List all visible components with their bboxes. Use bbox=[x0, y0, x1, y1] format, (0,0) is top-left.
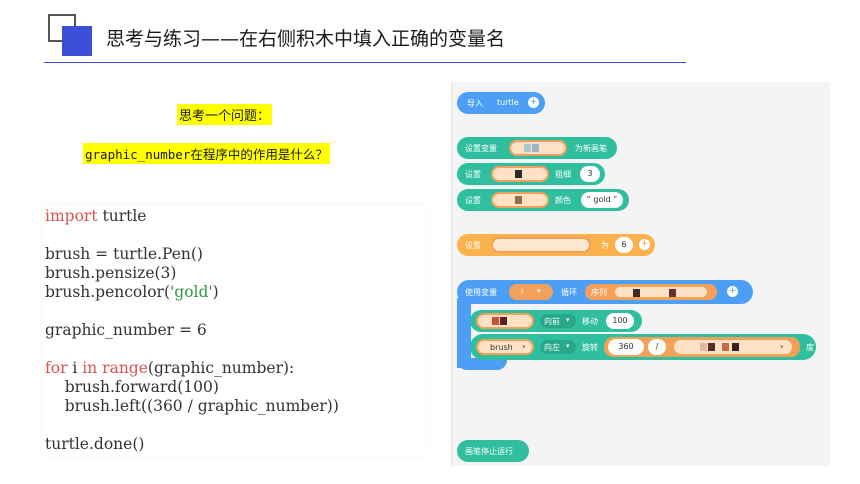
number-variable-slot[interactable] bbox=[491, 237, 591, 253]
forward-block[interactable]: 向前 ▾ 移动 100 bbox=[470, 310, 642, 332]
color-chip bbox=[708, 343, 715, 351]
color-chip bbox=[532, 144, 539, 152]
forward-direction-value: 向前 bbox=[544, 317, 560, 326]
turn-target-slot[interactable]: brush ▾ bbox=[476, 339, 534, 355]
pencolor-mid-label: 颜色 bbox=[555, 196, 571, 205]
turn-divisor-slot[interactable]: ▾ bbox=[672, 338, 794, 356]
set-number-value-input[interactable]: 6 bbox=[615, 237, 633, 253]
color-chip bbox=[669, 289, 676, 297]
question-heading: 思考一个问题： bbox=[177, 104, 273, 125]
color-chip bbox=[515, 170, 522, 178]
forward-target-slot[interactable] bbox=[476, 313, 534, 329]
loop-block[interactable]: 使用变量 i ▾ 循环 序列 + bbox=[457, 280, 753, 304]
turn-direction-value: 向左 bbox=[544, 343, 560, 352]
pensize-mid-label: 粗细 bbox=[555, 170, 571, 179]
code-text: (graphic_number): bbox=[147, 359, 295, 377]
chevron-down-icon: ▾ bbox=[780, 343, 784, 351]
chevron-down-icon: ▾ bbox=[522, 343, 526, 351]
plus-icon[interactable]: + bbox=[639, 239, 650, 250]
color-chip bbox=[492, 317, 499, 325]
chevron-down-icon: ▾ bbox=[566, 316, 570, 324]
forward-direction-select[interactable]: 向前 ▾ bbox=[540, 314, 576, 328]
turtle-done-label: 画笔停止运行 bbox=[465, 447, 513, 456]
import-label: 导入 bbox=[467, 99, 483, 108]
import-module: turtle bbox=[497, 98, 519, 107]
color-chip bbox=[722, 343, 729, 351]
loop-body-arm bbox=[457, 298, 471, 368]
set-number-label: 设置 bbox=[465, 241, 481, 250]
code-line-2: brush = turtle.Pen() bbox=[45, 245, 203, 263]
pensize-target-slot[interactable] bbox=[491, 166, 549, 182]
code-text: ) bbox=[212, 283, 219, 301]
color-chip bbox=[524, 144, 531, 152]
code-text: turtle bbox=[97, 207, 147, 225]
turn-direction-select[interactable]: 向左 ▾ bbox=[540, 340, 576, 354]
variable-slot[interactable] bbox=[509, 140, 567, 156]
keyword-import: import bbox=[45, 207, 98, 225]
pensize-label: 设置 bbox=[465, 170, 481, 179]
turn-dividend-input[interactable]: 360 bbox=[608, 339, 644, 355]
set-variable-block[interactable]: 设置变量 为新画笔 bbox=[457, 137, 617, 159]
turtle-done-block[interactable]: 画笔停止运行 bbox=[457, 440, 529, 462]
code-line-5: graphic_number = 6 bbox=[45, 321, 207, 339]
pencolor-target-slot[interactable] bbox=[491, 192, 549, 208]
color-chip bbox=[700, 343, 707, 351]
keyword-in: in bbox=[82, 359, 98, 377]
blocks-panel: 导入 turtle + 设置变量 为新画笔 设置 粗细 3 设置 颜色 “ go… bbox=[451, 82, 830, 466]
code-line-8: brush.left((360 / graphic_number)) bbox=[45, 397, 339, 415]
pencolor-block[interactable]: 设置 颜色 “ gold ” bbox=[457, 189, 629, 211]
code-line-3: brush.pensize(3) bbox=[45, 264, 177, 282]
header-divider bbox=[44, 62, 686, 63]
color-chip bbox=[500, 317, 507, 325]
plus-icon[interactable]: + bbox=[528, 97, 539, 108]
turn-target-value: brush bbox=[490, 343, 513, 352]
question-text: graphic_number在程序中的作用是什么？ bbox=[83, 143, 330, 164]
loop-variable-value: i bbox=[521, 287, 524, 296]
keyword-range: range bbox=[97, 359, 148, 377]
code-panel: import turtle brush = turtle.Pen() brush… bbox=[42, 205, 426, 457]
set-number-block[interactable]: 设置 为 6 + bbox=[457, 234, 655, 256]
page-title: 思考与练习——在右侧积木中填入正确的变量名 bbox=[106, 28, 506, 50]
turn-block[interactable]: brush ▾ 向左 ▾ 旋转 360 / ▾ 度 bbox=[470, 334, 816, 360]
turn-expression-slot[interactable]: 360 / ▾ bbox=[604, 337, 800, 357]
logo-filled-square bbox=[62, 26, 92, 56]
sequence-label: 序列 bbox=[591, 288, 607, 297]
loop-label: 使用变量 bbox=[465, 288, 497, 297]
color-chip bbox=[732, 343, 739, 351]
pencolor-label: 设置 bbox=[465, 196, 481, 205]
sequence-argument-slot[interactable] bbox=[613, 285, 709, 299]
set-number-mid-label: 为 bbox=[601, 241, 609, 250]
code-line-6: for i in range(graphic_number): bbox=[45, 359, 294, 377]
loop-bottom-cap bbox=[457, 358, 507, 370]
turn-unit-label: 度 bbox=[806, 343, 814, 352]
turn-mid-label: 旋转 bbox=[582, 343, 598, 352]
chevron-down-icon: ▾ bbox=[537, 287, 541, 295]
pencolor-value-input[interactable]: “ gold ” bbox=[581, 192, 623, 208]
forward-mid-label: 移动 bbox=[582, 317, 598, 326]
pensize-value-input[interactable]: 3 bbox=[580, 166, 600, 182]
code-text: i bbox=[67, 359, 83, 377]
code-line-9: turtle.done() bbox=[45, 435, 145, 453]
sequence-slot[interactable]: 序列 bbox=[585, 284, 717, 300]
keyword-for: for bbox=[45, 359, 68, 377]
code-line-1: import turtle bbox=[45, 207, 146, 225]
code-text: brush.pencolor( bbox=[45, 283, 171, 301]
plus-icon[interactable]: + bbox=[727, 286, 738, 297]
loop-mid-label: 循环 bbox=[561, 288, 577, 297]
code-line-4: brush.pencolor('gold') bbox=[45, 283, 219, 301]
chevron-down-icon: ▾ bbox=[566, 342, 570, 350]
turn-operator-select[interactable]: / bbox=[648, 339, 666, 355]
set-variable-label: 设置变量 bbox=[465, 144, 497, 153]
color-chip bbox=[515, 196, 522, 204]
loop-variable-select[interactable]: i ▾ bbox=[509, 284, 553, 300]
forward-value-input[interactable]: 100 bbox=[606, 313, 634, 329]
set-variable-suffix: 为新画笔 bbox=[575, 144, 607, 153]
import-block[interactable]: 导入 turtle + bbox=[457, 92, 545, 114]
color-chip bbox=[633, 289, 640, 297]
pensize-block[interactable]: 设置 粗细 3 bbox=[457, 163, 605, 185]
string-literal: 'gold' bbox=[170, 283, 213, 301]
code-line-7: brush.forward(100) bbox=[45, 378, 219, 396]
